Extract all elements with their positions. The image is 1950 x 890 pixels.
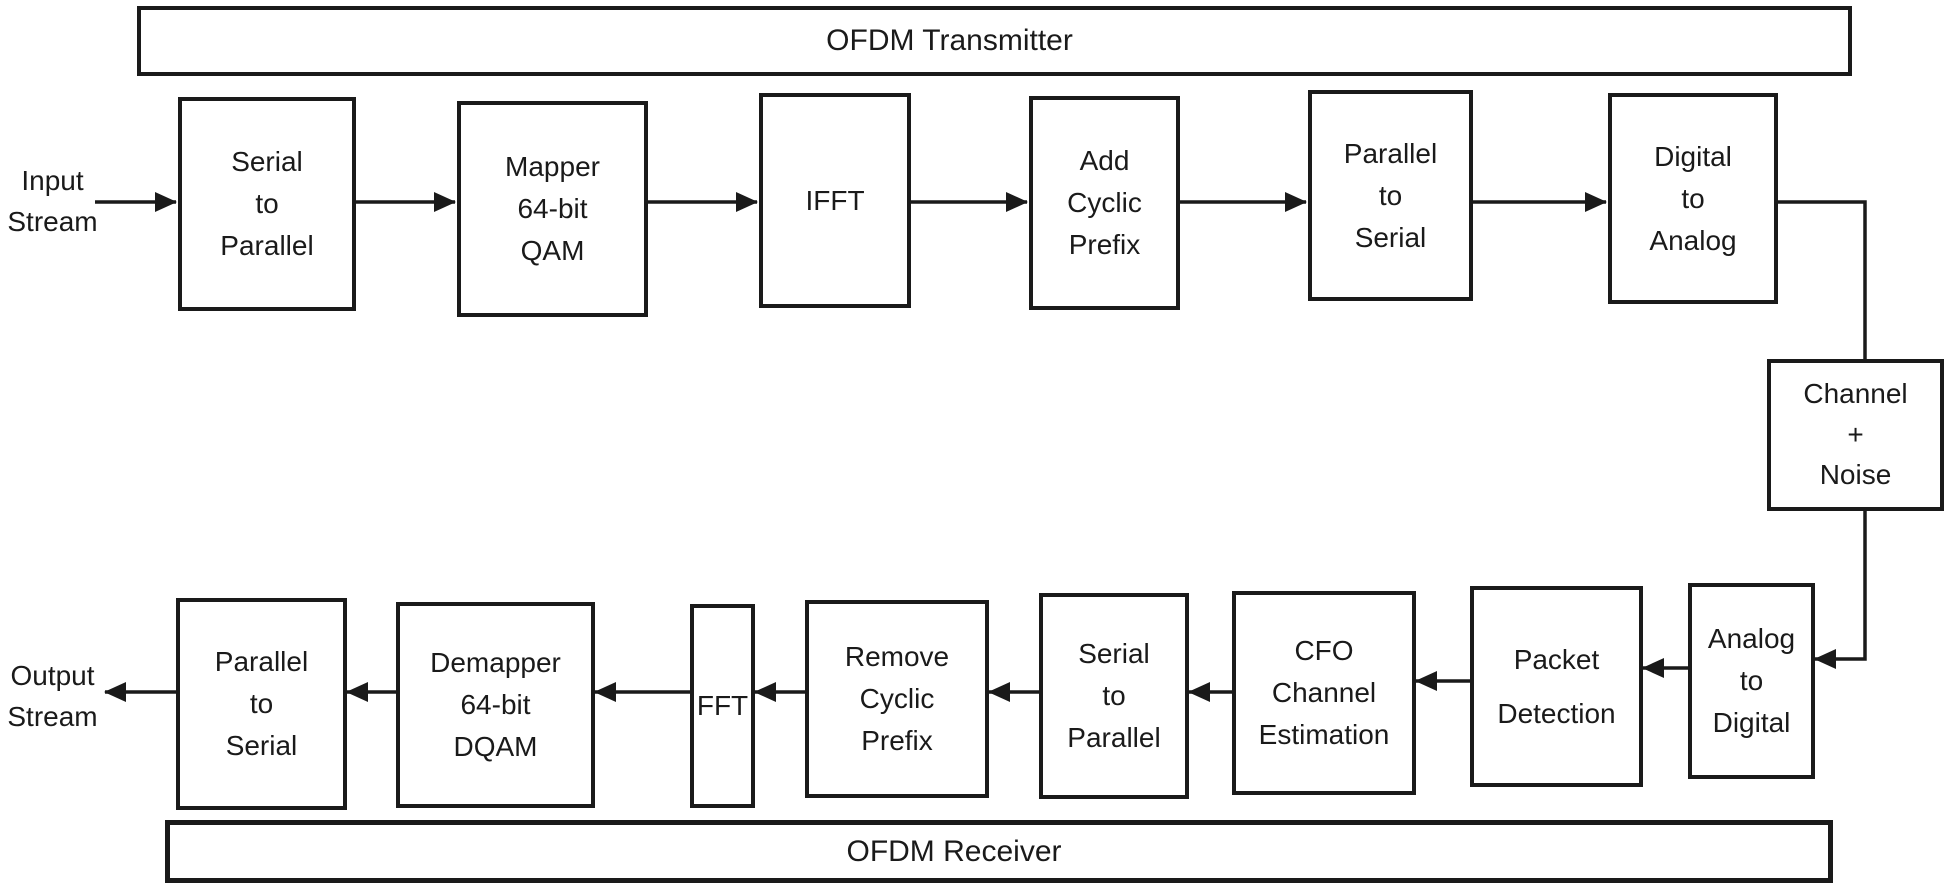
block-tx-add-cyclic-prefix: Add Cyclic Prefix: [1029, 96, 1180, 310]
block-rx-demapper-64bit-dqam: Demapper 64-bit DQAM: [396, 602, 595, 808]
receiver-banner-label: OFDM Receiver: [846, 834, 1062, 868]
block-rx-remove-cyclic-prefix: Remove Cyclic Prefix: [805, 600, 989, 798]
block-rx-serial-to-parallel: Serial to Parallel: [1039, 593, 1189, 799]
input-stream-label: Input Stream: [7, 165, 98, 237]
output-stream-label: Output Stream: [7, 660, 98, 732]
block-rx-packet-detection: Packet Detection: [1470, 586, 1643, 787]
block-rx-fft: FFT: [690, 604, 755, 808]
block-tx-mapper-64bit-qam: Mapper 64-bit QAM: [457, 101, 648, 317]
block-rx-cfo-channel-estimation: CFO Channel Estimation: [1232, 591, 1416, 795]
block-tx-ifft: IFFT: [759, 93, 911, 308]
arrow-channel-to-adc: [1814, 511, 1867, 669]
transmitter-banner: OFDM Transmitter: [137, 6, 1852, 76]
block-tx-parallel-to-serial: Parallel to Serial: [1308, 90, 1473, 301]
transmitter-banner-label: OFDM Transmitter: [826, 24, 1073, 57]
block-tx-digital-to-analog: Digital to Analog: [1608, 93, 1778, 304]
line-dac-to-channel: [1778, 200, 1867, 361]
block-rx-analog-to-digital: Analog to Digital: [1688, 583, 1815, 779]
block-channel-plus-noise: Channel + Noise: [1767, 359, 1944, 511]
receiver-banner: OFDM Receiver: [165, 820, 1833, 883]
block-tx-serial-to-parallel: Serial to Parallel: [178, 97, 356, 311]
block-rx-parallel-to-serial: Parallel to Serial: [176, 598, 347, 810]
